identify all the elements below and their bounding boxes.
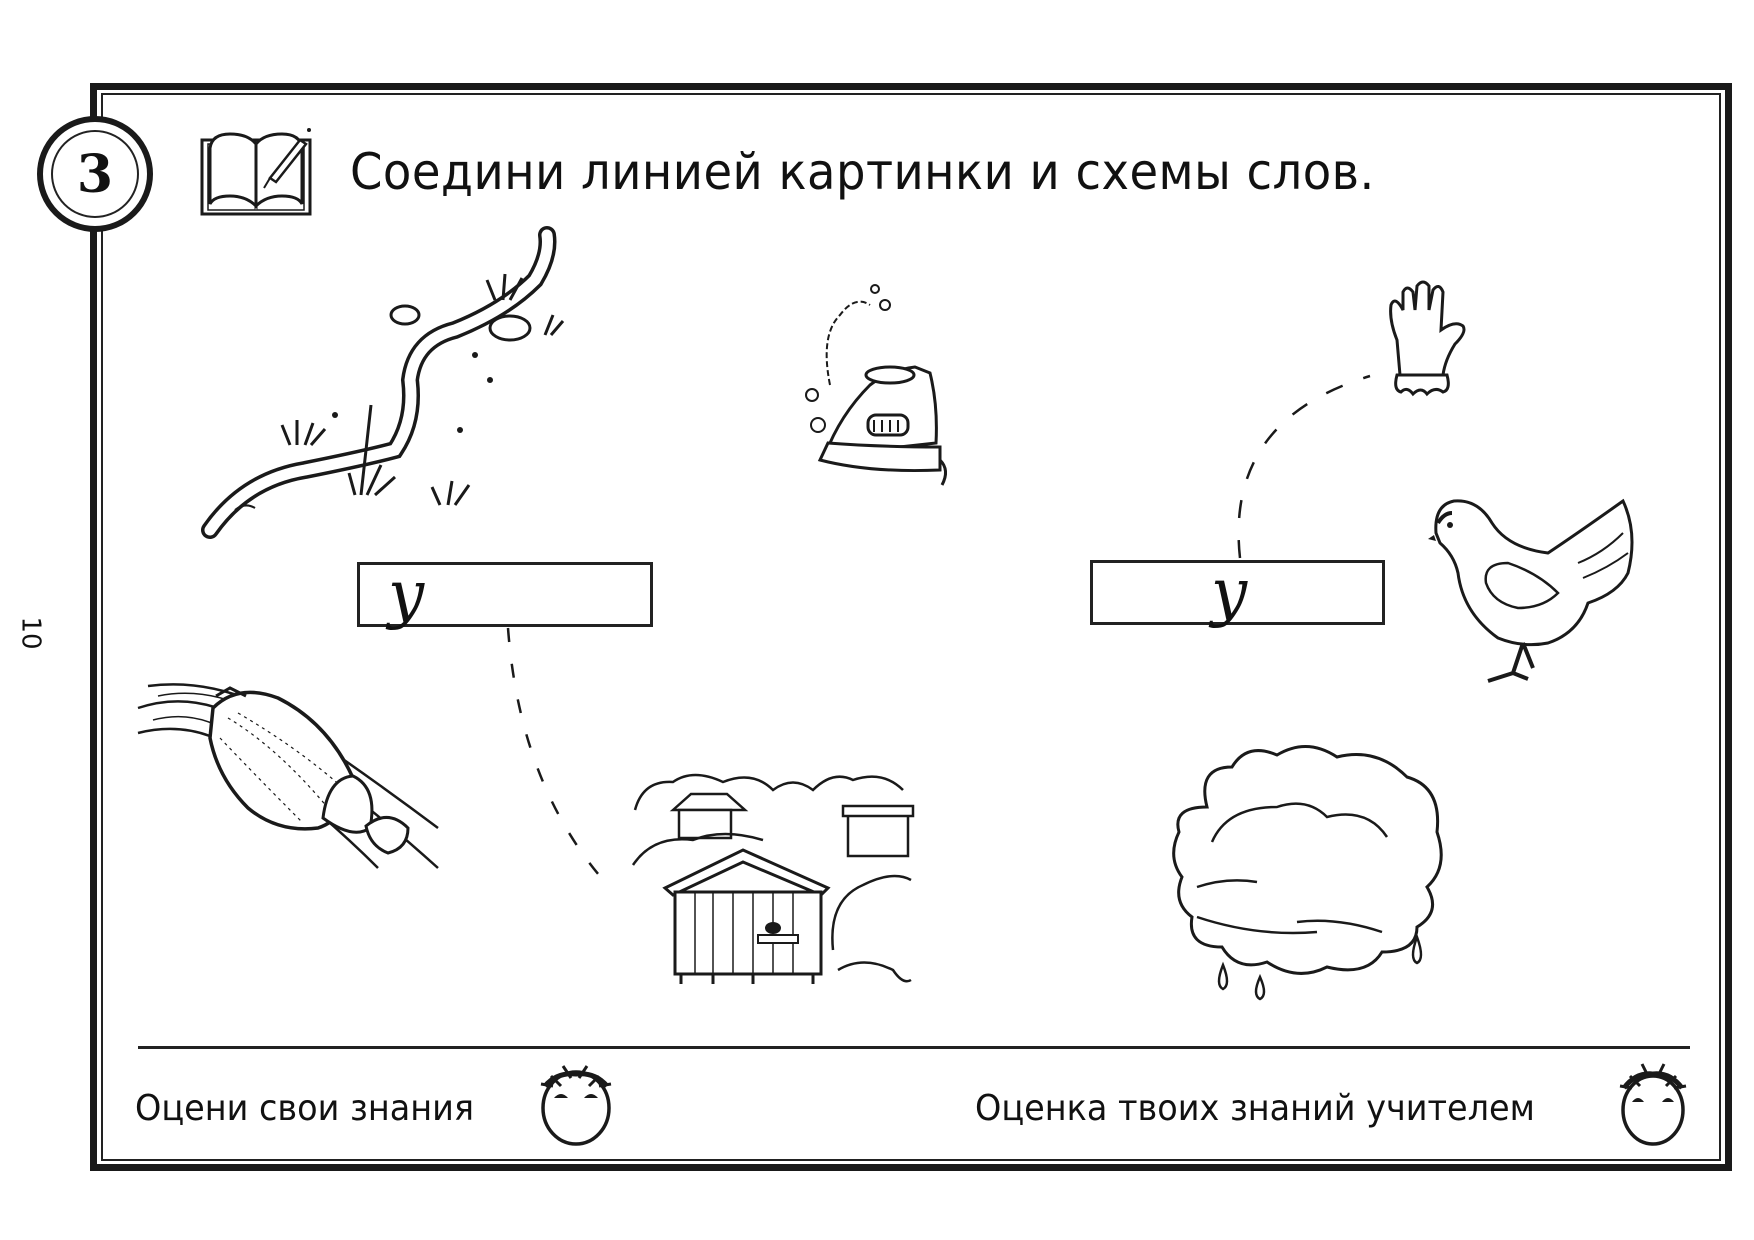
picture-beetle[interactable] (137, 668, 439, 873)
connection-right-to-glove (1237, 374, 1371, 559)
word-scheme-right[interactable]: у (1090, 560, 1385, 625)
scheme-letter: у (388, 558, 426, 632)
picture-iron[interactable] (800, 275, 950, 490)
word-scheme-left[interactable]: у (357, 562, 653, 627)
self-assessment-face[interactable] (537, 1060, 615, 1146)
scheme-letter: у (1211, 556, 1249, 630)
glove-icon (1389, 280, 1466, 397)
task-number: 3 (51, 130, 139, 218)
hen-icon (1428, 498, 1634, 683)
beehive-icon (631, 773, 915, 984)
connection-left-to-apiary (506, 627, 613, 891)
picture-apiary[interactable] (631, 770, 915, 992)
teacher-assessment-label: Оценка твоих знаний учителем (975, 1088, 1535, 1129)
smiley-face-icon (540, 1065, 612, 1146)
book-pencil-icon (200, 118, 316, 218)
rain-cloud-icon (1172, 745, 1443, 1001)
smiley-face-icon (1619, 1063, 1687, 1146)
snake-icon (201, 226, 565, 539)
picture-glove[interactable] (1385, 280, 1480, 405)
iron-icon (805, 284, 947, 486)
beetle-icon (137, 683, 439, 869)
picture-cloud[interactable] (1167, 737, 1449, 1001)
teacher-assessment-face[interactable] (1618, 1060, 1688, 1146)
footer-divider (138, 1046, 1690, 1049)
page-frame-outer (90, 83, 1732, 1171)
page-frame-inner (101, 93, 1721, 1161)
picture-snake[interactable] (201, 226, 570, 540)
picture-hen[interactable] (1428, 493, 1653, 698)
instruction-title: Соедини линией картинки и схемы слов. (350, 143, 1375, 201)
task-number-badge: 3 (37, 116, 153, 232)
self-assessment-label: Оцени свои знания (135, 1088, 475, 1129)
